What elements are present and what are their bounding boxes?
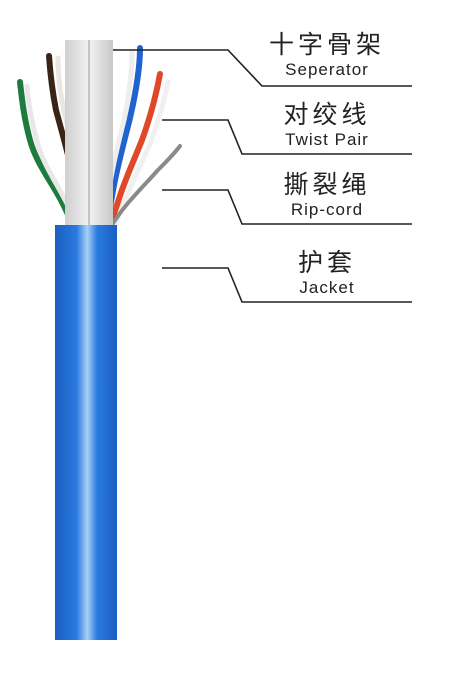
label-jacket: 护套 Jacket (262, 248, 392, 298)
label-rip-cord: 撕裂绳 Rip-cord (262, 170, 392, 220)
label-jacket-zh: 护套 (297, 248, 356, 277)
leader-line-twist-pair (162, 119, 412, 155)
wire-orange (109, 71, 163, 228)
label-twist-pair-en: Twist Pair (285, 130, 369, 149)
leader-line-jacket (162, 267, 412, 303)
wire-orange-white (113, 79, 171, 228)
wire-green (17, 79, 75, 228)
label-twist-pair-zh: 对绞线 (283, 100, 371, 129)
label-separator: 十字骨架 Seperator (262, 30, 392, 80)
label-rip-cord-zh: 撕裂绳 (283, 170, 371, 199)
label-rip-cord-en: Rip-cord (290, 200, 364, 219)
label-separator-zh: 十字骨架 (268, 30, 385, 59)
label-separator-en: Seperator (285, 60, 369, 79)
label-twist-pair: 对绞线 Twist Pair (262, 100, 392, 150)
leader-lines (113, 49, 412, 303)
leader-line-separator (113, 49, 412, 87)
leader-line-rip-cord (162, 189, 412, 225)
rip-cord (110, 144, 182, 227)
label-jacket-en: Jacket (299, 278, 355, 297)
jacket (55, 225, 117, 640)
